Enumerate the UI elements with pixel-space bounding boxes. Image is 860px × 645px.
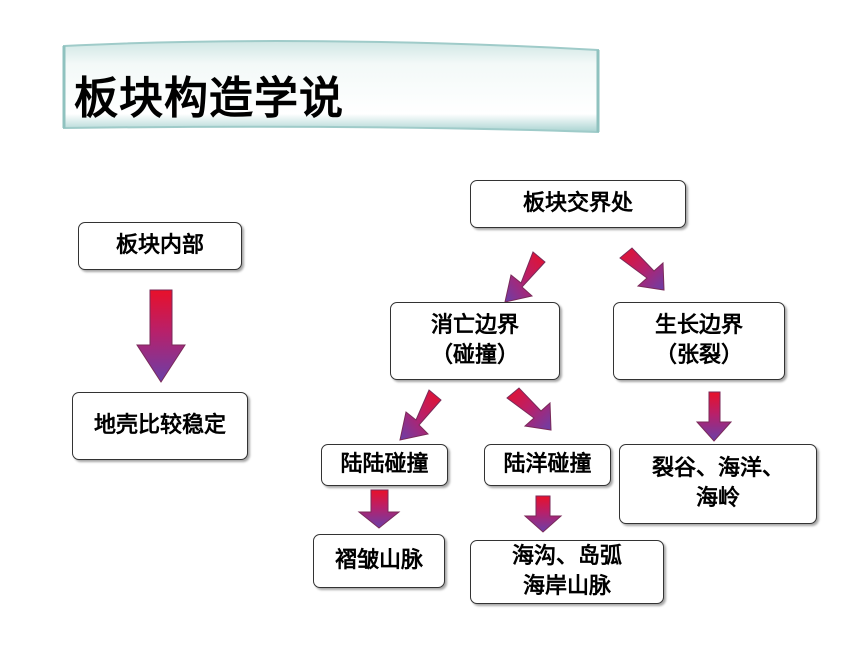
arrow-down-cc [357, 489, 401, 529]
arrow-to-continent-continent [399, 389, 442, 441]
box-continent-ocean: 陆洋碰撞 [484, 444, 611, 486]
box-plate-boundary: 板块交界处 [470, 180, 686, 228]
page-title: 板块构造学说 [74, 73, 344, 124]
arrow-to-destructive [504, 251, 546, 303]
box-destructive-boundary: 消亡边界 （碰撞） [390, 302, 560, 380]
arrow-down-co [523, 495, 563, 533]
box-stable-crust: 地壳比较稳定 [72, 392, 248, 460]
box-plate-interior: 板块内部 [78, 222, 242, 270]
box-rift-ridge: 裂谷、海洋、 海岭 [619, 444, 817, 524]
box-trench-arc: 海沟、岛弧 海岸山脉 [470, 540, 664, 604]
arrow-to-continent-ocean [506, 387, 552, 431]
arrow-down-interior [136, 289, 186, 383]
arrow-down-constructive [695, 391, 733, 442]
box-fold-mountains: 褶皱山脉 [313, 534, 445, 588]
title-banner [62, 40, 600, 134]
box-constructive-boundary: 生长边界 （张裂） [613, 302, 785, 380]
box-continent-continent: 陆陆碰撞 [321, 444, 448, 486]
arrow-to-constructive [619, 247, 665, 291]
